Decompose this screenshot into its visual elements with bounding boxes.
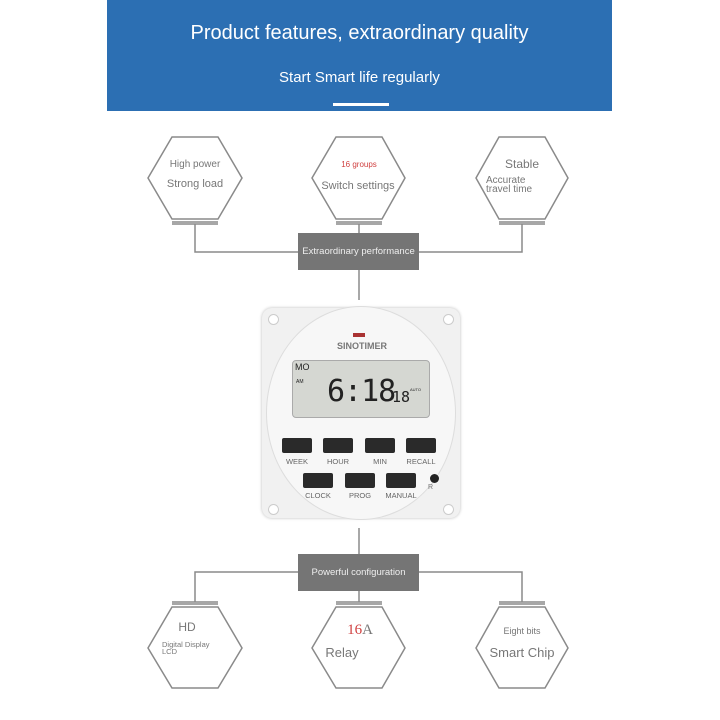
feature-16-groups: 16 groups (341, 160, 377, 169)
reset-button[interactable] (430, 474, 439, 483)
lcd-ampm: AM (296, 379, 304, 385)
feature-16a-number: 16 (347, 622, 363, 638)
brand-logo: SINOTIMER (336, 341, 387, 351)
prog-label: PROG (348, 491, 372, 500)
banner-subtitle: Start Smart life regularly (279, 69, 440, 86)
feature-stable: Stable (504, 157, 540, 171)
lcd-day: MO (295, 362, 310, 372)
timer-device-image: SINOTIMER MO AM 6:18 18 AUTO WEEK HOUR M… (262, 300, 460, 522)
lcd-display: MO AM 6:18 18 AUTO (292, 360, 430, 418)
hour-label: HOUR (326, 457, 350, 466)
feature-relay: Relay (325, 645, 359, 660)
feature-16a: 16A (340, 622, 380, 639)
feature-smart-chip: Smart Chip (489, 645, 555, 660)
feature-accurate-travel-time: Accurate travel time (486, 175, 533, 195)
prog-button[interactable] (345, 473, 375, 488)
hexagon-top-right (475, 136, 569, 220)
hexagon-underlines-bottom (172, 601, 545, 605)
mount-hole (443, 504, 454, 515)
extraordinary-performance-box: Extraordinary performance (298, 233, 419, 270)
recall-label: RECALL (406, 457, 436, 466)
manual-label: MANUAL (385, 491, 417, 500)
feature-high-power: High power (169, 159, 221, 170)
feature-switch-settings: Switch settings (321, 180, 395, 192)
min-label: MIN (373, 457, 387, 466)
header-banner: Product features, extraordinary quality … (107, 0, 612, 111)
feature-hd: HD (178, 620, 196, 634)
mount-hole (268, 504, 279, 515)
lcd-seconds: 18 (392, 388, 411, 406)
hexagon-bottom-middle (311, 606, 406, 689)
hexagon-top-left (147, 136, 243, 220)
week-label: WEEK (285, 457, 309, 466)
lcd-mode: AUTO (410, 387, 422, 392)
banner-title: Product features, extraordinary quality (190, 22, 529, 44)
banner-underline (333, 103, 389, 106)
powerful-configuration-box: Powerful configuration (298, 554, 419, 591)
indicator-led (353, 333, 365, 337)
recall-button[interactable] (406, 438, 436, 453)
feature-strong-load: Strong load (166, 178, 224, 190)
hexagon-bottom-left (147, 606, 243, 689)
clock-button[interactable] (303, 473, 333, 488)
reset-label: R (428, 484, 434, 491)
min-button[interactable] (365, 438, 395, 453)
mount-hole (443, 314, 454, 325)
hexagon-underlines-top (172, 221, 545, 225)
hour-button[interactable] (323, 438, 353, 453)
week-button[interactable] (282, 438, 312, 453)
mount-hole (268, 314, 279, 325)
feature-digital-display-lcd: Digital Display LCD (162, 640, 210, 656)
feature-eight-bits: Eight bits (503, 626, 541, 636)
feature-16a-unit: A (362, 622, 373, 638)
hexagon-bottom-right (475, 606, 569, 689)
hexagon-top-middle (311, 136, 406, 220)
clock-label: CLOCK (305, 491, 331, 500)
manual-button[interactable] (386, 473, 416, 488)
lcd-time: 6:18 (327, 374, 396, 409)
